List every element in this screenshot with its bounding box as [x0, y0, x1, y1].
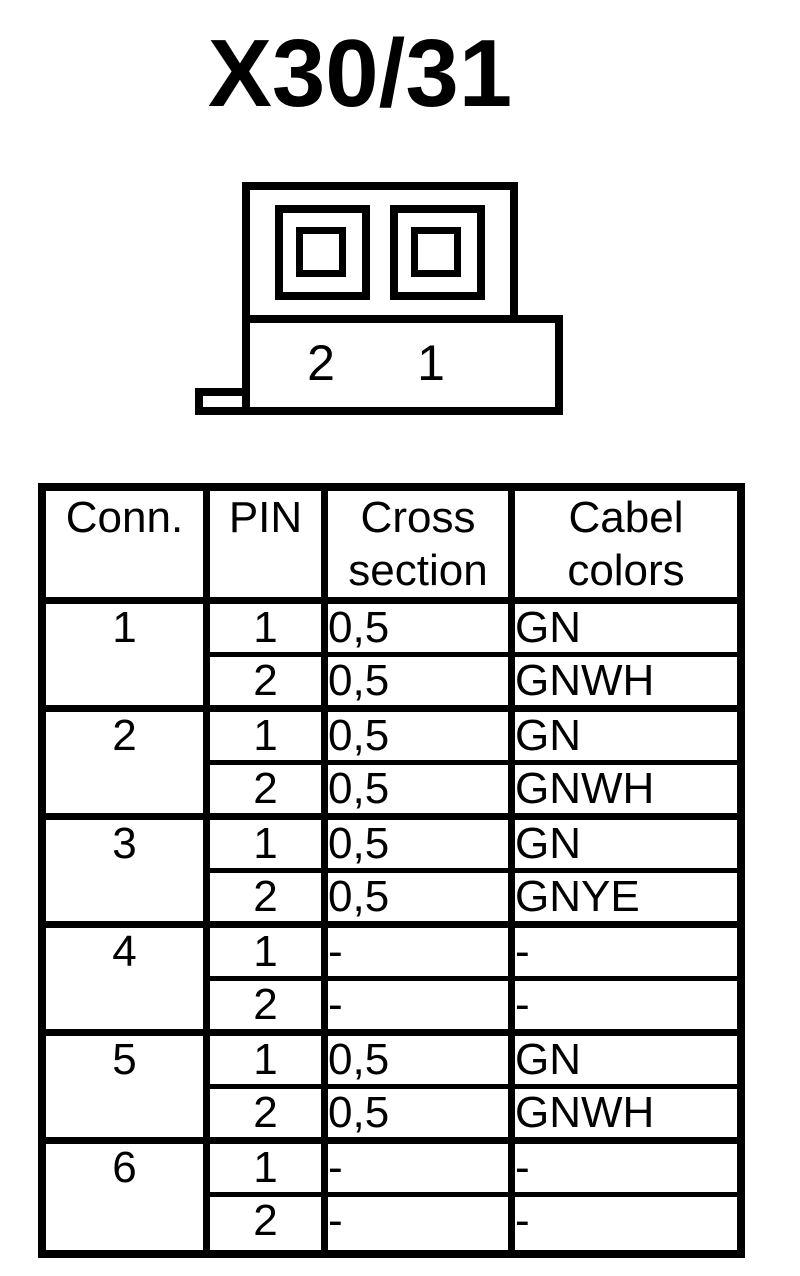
table-row: 4 1 - - [46, 928, 737, 1036]
table-row: 3 1 0,5 GN [46, 820, 737, 928]
cable-color-cell: GN [508, 820, 737, 873]
pin-label-1: 1 [417, 335, 445, 391]
header-pin: PIN [203, 491, 321, 604]
conn-cell: 3 [46, 820, 203, 928]
pin1-opening-outer [390, 205, 485, 300]
conn-cell: 1 [46, 604, 203, 712]
table-row: 5 1 0,5 GN [46, 1036, 737, 1144]
cross-section-cell: 0,5 [321, 1089, 508, 1144]
cable-color-cell: GN [508, 604, 737, 657]
cross-section-cell: - [321, 1144, 508, 1197]
cross-section-cell: 0,5 [321, 712, 508, 765]
table-row: 2 0,5 GNWH [46, 1089, 737, 1144]
pin-label-2: 2 [307, 335, 335, 391]
conn-cell: 2 [46, 712, 203, 820]
table-header-row: Conn. PIN Cross section Cabel colors [46, 491, 737, 604]
cable-color-cell: GNWH [508, 765, 737, 820]
cross-section-cell: - [321, 981, 508, 1036]
cable-color-cell: GNWH [508, 1089, 737, 1144]
cable-color-cell: - [508, 981, 737, 1036]
pin-cell: 2 [203, 765, 321, 820]
table-row: 2 0,5 GNWH [46, 765, 737, 820]
pin2-opening-inner [296, 227, 346, 277]
table-row: 2 0,5 GNYE [46, 873, 737, 928]
pin-cell: 1 [203, 712, 321, 765]
cross-section-cell: 0,5 [321, 604, 508, 657]
pin2-opening-outer [275, 205, 370, 300]
connector-housing-lower [242, 315, 563, 415]
pin-cell: 2 [203, 1089, 321, 1144]
connector-tab [195, 388, 250, 415]
table-row: 6 1 - - [46, 1144, 737, 1197]
cross-section-cell: 0,5 [321, 820, 508, 873]
page-title: X30/31 [207, 20, 513, 127]
table-row: 2 - - [46, 981, 737, 1036]
pin-cell: 1 [203, 604, 321, 657]
table-row: 2 - - [46, 1197, 737, 1250]
pin1-opening-inner [411, 227, 461, 277]
table-row: 1 1 0,5 GN [46, 604, 737, 712]
header-conn: Conn. [46, 491, 203, 604]
pin-cell: 2 [203, 981, 321, 1036]
conn-cell: 4 [46, 928, 203, 1036]
cross-section-cell: - [321, 1197, 508, 1250]
conn-cell: 6 [112, 1144, 137, 1192]
conn-cell: 5 [46, 1036, 203, 1144]
table-row: 2 1 0,5 GN [46, 712, 737, 820]
cross-section-cell: 0,5 [321, 657, 508, 712]
pin-cell: 2 [203, 873, 321, 928]
cable-color-cell: - [508, 1144, 737, 1197]
cross-section-cell: 0,5 [321, 1036, 508, 1089]
cable-color-cell: GNWH [508, 657, 737, 712]
pin-cell: 1 [203, 928, 321, 981]
pin-cell: 1 [203, 820, 321, 873]
connector-diagram: 2 1 [195, 182, 563, 415]
cross-section-cell: 0,5 [321, 765, 508, 820]
cross-section-cell: - [321, 928, 508, 981]
pin-cell: 2 [203, 1197, 321, 1250]
pin-cell: 2 [203, 657, 321, 712]
cable-color-cell: GNYE [508, 873, 737, 928]
pin-cell: 1 [203, 1144, 321, 1197]
cable-color-cell: - [508, 1197, 737, 1250]
header-cross-section: Cross section [321, 491, 508, 604]
cable-color-cell: - [508, 928, 737, 981]
cable-color-cell: GN [508, 1036, 737, 1089]
cross-section-cell: 0,5 [321, 873, 508, 928]
table-row: 2 0,5 GNWH [46, 657, 737, 712]
header-cabel-colors: Cabel colors [508, 491, 737, 604]
pinout-table: Conn. PIN Cross section Cabel colors 1 1… [38, 483, 745, 1258]
pin-cell: 1 [203, 1036, 321, 1089]
cable-color-cell: GN [508, 712, 737, 765]
